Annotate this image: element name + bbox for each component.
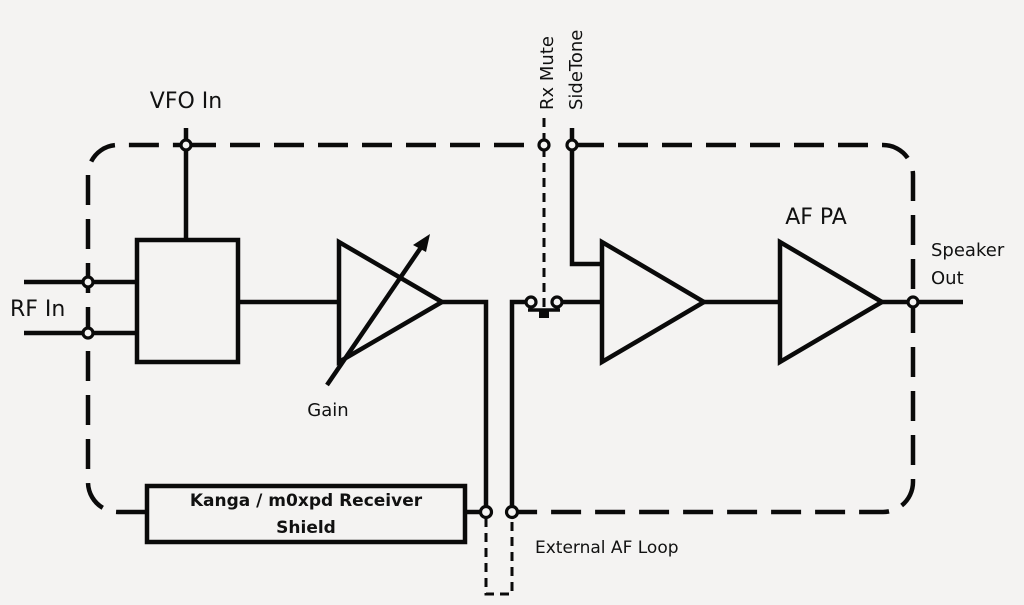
gain-label: Gain: [307, 400, 348, 421]
sidetone-label: SideTone: [566, 30, 587, 110]
loop-in-terminal[interactable]: [504, 504, 520, 520]
speaker-out-terminal[interactable]: [906, 295, 920, 309]
loop-return-wire: [509, 299, 531, 512]
rx-mute-terminal[interactable]: [537, 138, 551, 152]
gain-arrow-head-icon: [413, 234, 430, 252]
af-pa-label: AF PA: [785, 205, 847, 230]
shield-label-line2: Shield: [276, 518, 336, 538]
rx-mute-label: Rx Mute: [537, 36, 558, 110]
af-power-amplifier: [777, 238, 887, 366]
gain-arrow-shaft: [325, 241, 426, 387]
rf-in-label: RF In: [10, 297, 65, 322]
vfo-in-label: VFO In: [150, 89, 222, 114]
mute-switch-contact-left: [524, 295, 538, 309]
variable-gain-amplifier: [336, 238, 447, 366]
loop-out-terminal[interactable]: [478, 504, 494, 520]
mixer-block: [134, 237, 241, 365]
sidetone-terminal[interactable]: [565, 138, 579, 152]
mute-switch-contact-right: [550, 295, 564, 309]
af-preamp: [599, 238, 709, 366]
speaker-label-line1: Speaker: [931, 240, 1005, 261]
rf-in-terminal-2[interactable]: [81, 326, 95, 340]
speaker-label-line2: Out: [931, 268, 964, 289]
vfo-in-terminal[interactable]: [179, 138, 193, 152]
mute-switch-actuator: [539, 309, 549, 318]
if-out-wire: [442, 299, 489, 512]
external-af-loop: [484, 518, 514, 596]
rf-in-terminal-1[interactable]: [81, 275, 95, 289]
sidetone-wire: [569, 128, 602, 267]
shield-boundary: [85, 142, 916, 515]
external-af-loop-label: External AF Loop: [535, 538, 679, 558]
shield-label-line1: Kanga / m0xpd Receiver: [190, 491, 423, 511]
